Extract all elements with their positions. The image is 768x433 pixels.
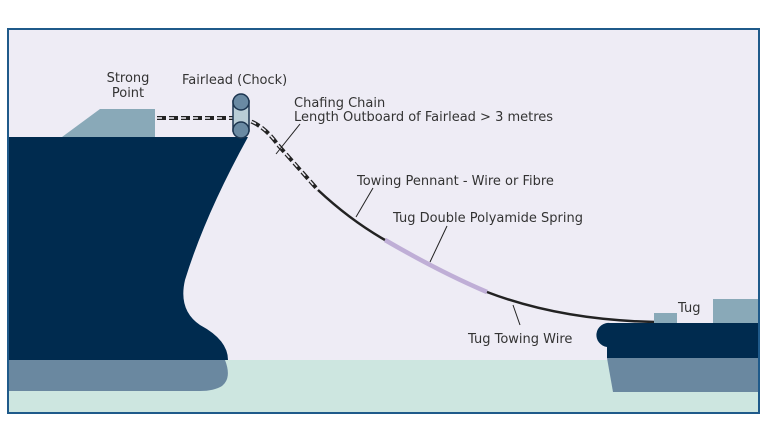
tug-superstructure [713, 299, 759, 323]
spring-label: Tug Double Polyamide Spring [392, 211, 583, 226]
tug-winch [654, 313, 677, 323]
tug-wire-label: Tug Towing Wire [467, 332, 572, 347]
fairlead-label: Fairlead (Chock) [182, 73, 287, 88]
strong-point-label: Strong [107, 71, 150, 86]
chafing-chain-label: Chafing Chain [294, 96, 385, 111]
diagram-frame [7, 28, 760, 414]
tug-hull-underwater [607, 358, 759, 392]
fairlead [232, 93, 250, 139]
tug-hull [596, 322, 759, 358]
towing-pennant [317, 189, 386, 242]
chafing-chain-length-label: Length Outboard of Fairlead > 3 metres [294, 110, 553, 125]
strong-point [62, 109, 155, 137]
strong-point-label-line2: Point [112, 86, 144, 101]
tug-label: Tug [677, 301, 700, 316]
leader-lines [275, 123, 521, 326]
ship-hull [8, 137, 248, 360]
ship-hull-underwater [8, 360, 228, 391]
polyamide-spring [383, 238, 488, 295]
tug-towing-wire [486, 290, 656, 324]
towing-pennant-label: Towing Pennant - Wire or Fibre [356, 174, 554, 189]
